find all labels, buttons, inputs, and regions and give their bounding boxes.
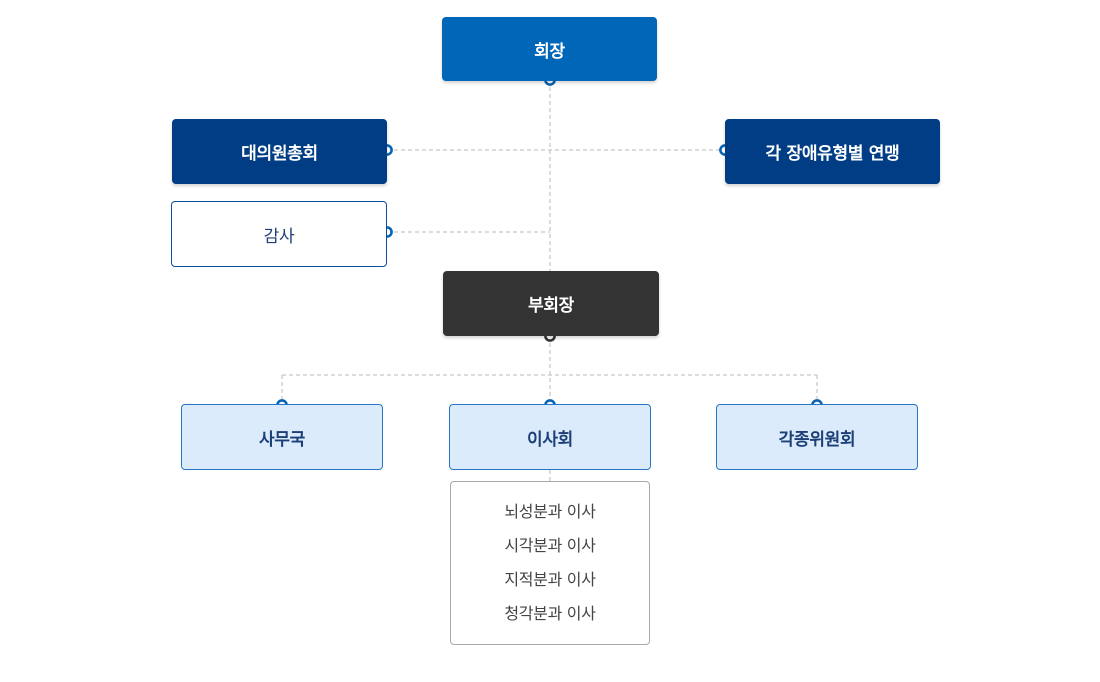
board-box: 이사회 — [449, 404, 651, 470]
secretariat-label: 사무국 — [258, 429, 306, 450]
delegates-assembly-label: 대의원총회 — [241, 144, 318, 164]
board-directors-box: 뇌성분과 이사 시각분과 이사 지적분과 이사 청각분과 이사 — [450, 481, 650, 645]
vice-chairman-label: 부회장 — [527, 296, 575, 316]
delegates-assembly-box: 대의원총회 — [172, 119, 387, 184]
committees-box: 각종위원회 — [716, 404, 918, 470]
board-label: 이사회 — [526, 429, 574, 450]
board-director-item: 뇌성분과 이사 — [504, 502, 596, 521]
board-director-item: 시각분과 이사 — [504, 536, 596, 555]
committees-label: 각종위원회 — [778, 429, 856, 450]
federation-box: 각 장애유형별 연맹 — [725, 119, 940, 184]
audit-label: 감사 — [263, 226, 295, 247]
board-director-item: 지적분과 이사 — [504, 570, 596, 589]
secretariat-box: 사무국 — [181, 404, 383, 470]
chairman-label: 회장 — [534, 41, 565, 62]
board-director-item: 청각분과 이사 — [504, 604, 596, 623]
federation-label: 각 장애유형별 연맹 — [765, 144, 900, 164]
vice-chairman-box: 부회장 — [443, 271, 659, 336]
audit-box: 감사 — [171, 201, 387, 267]
chairman-box: 회장 — [442, 17, 657, 81]
